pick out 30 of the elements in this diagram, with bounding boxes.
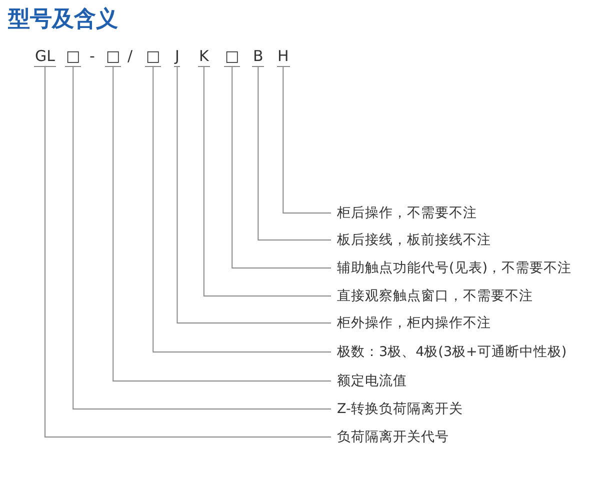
- meaning-text: 板后接线，板前接线不注: [337, 231, 491, 249]
- leader-line: [258, 66, 332, 240]
- meaning-text: 直接观察触点窗口，不需要不注: [337, 287, 533, 305]
- leader-line: [72, 66, 332, 410]
- model-code-letter: □: [105, 47, 122, 67]
- model-code-letter: J: [174, 47, 180, 67]
- leader-line: [232, 66, 332, 268]
- model-code-letter: H: [276, 47, 290, 67]
- title: 型号及含义: [8, 6, 118, 34]
- leader-line: [203, 66, 332, 296]
- meaning-text: 辅助触点功能代号(见表)，不需要不注: [337, 259, 572, 277]
- leader-line: [112, 66, 332, 382]
- model-code-letter: GL: [34, 47, 56, 67]
- meaning-text: 柜后操作，不需要不注: [337, 204, 477, 222]
- meaning-text: 额定电流值: [337, 372, 407, 390]
- leader-line: [44, 66, 332, 438]
- model-code-letter: K: [198, 47, 210, 67]
- model-code-letter: □: [65, 47, 82, 67]
- meaning-text: Z-转换负荷隔离开关: [337, 400, 463, 418]
- model-code-letter: □: [145, 47, 162, 67]
- model-code-letter: □: [224, 47, 240, 67]
- leader-line: [152, 66, 332, 352]
- leader-line: [282, 66, 332, 214]
- meaning-text: 柜外操作，柜内操作不注: [337, 314, 491, 332]
- separator-sign: /: [126, 47, 134, 66]
- model-code-letter: B: [252, 47, 264, 67]
- separator-sign: -: [88, 47, 96, 66]
- meaning-text: 负荷隔离开关代号: [337, 428, 449, 446]
- meaning-text: 极数：3极、4极(3极+可通断中性极): [337, 343, 567, 361]
- leader-line: [176, 66, 332, 324]
